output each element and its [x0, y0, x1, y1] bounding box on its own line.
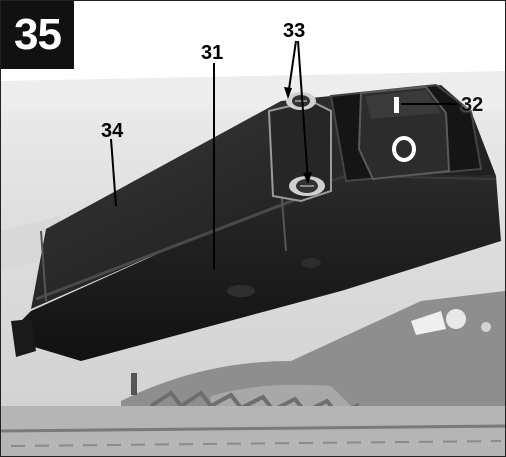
leader-line-33a — [287, 40, 297, 97]
callout-31: 31 — [201, 42, 224, 64]
leader-line-33b — [297, 40, 309, 182]
callout-34: 34 — [101, 120, 124, 142]
rocker-switch-icon — [357, 85, 451, 181]
screw-icon — [286, 92, 325, 196]
leader-line-34 — [110, 138, 117, 207]
figure-number: 35 — [1, 1, 74, 69]
housing-front — [21, 171, 501, 361]
blade-icon — [1, 291, 505, 456]
callout-33: 33 — [283, 20, 306, 42]
callout-32: 32 — [461, 94, 484, 116]
